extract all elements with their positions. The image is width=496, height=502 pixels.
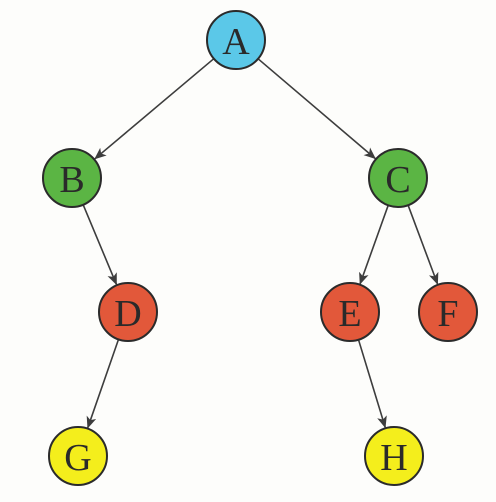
- nodes-layer: A B C D E F G H: [42, 10, 478, 486]
- node-f: F: [418, 282, 478, 342]
- edge-b-d: [82, 204, 118, 286]
- node-label-c: C: [385, 159, 410, 201]
- node-circle-b: [42, 148, 102, 208]
- node-d: D: [98, 282, 158, 342]
- node-a: A: [206, 10, 266, 70]
- node-label-f: F: [437, 293, 458, 335]
- node-c: C: [368, 148, 428, 208]
- node-label-b: B: [59, 159, 84, 201]
- node-e: E: [320, 282, 380, 342]
- node-circle-g: [48, 426, 108, 486]
- node-h: H: [364, 426, 424, 486]
- node-circle-a: [206, 10, 266, 70]
- edge-c-f: [407, 204, 439, 285]
- edges-layer: [82, 58, 439, 429]
- node-b: B: [42, 148, 102, 208]
- node-g: G: [48, 426, 108, 486]
- edge-a-b: [94, 58, 215, 160]
- edge-c-e: [359, 205, 389, 285]
- node-label-a: A: [222, 21, 250, 63]
- node-label-g: G: [64, 437, 91, 479]
- node-circle-c: [368, 148, 428, 208]
- edge-e-h: [357, 339, 387, 429]
- node-label-e: E: [338, 293, 361, 335]
- node-circle-d: [98, 282, 158, 342]
- edge-d-g: [86, 339, 120, 429]
- node-circle-h: [364, 426, 424, 486]
- node-label-h: H: [380, 437, 407, 479]
- edge-a-c: [257, 58, 376, 160]
- node-label-d: D: [114, 293, 141, 335]
- node-circle-f: [418, 282, 478, 342]
- node-circle-e: [320, 282, 380, 342]
